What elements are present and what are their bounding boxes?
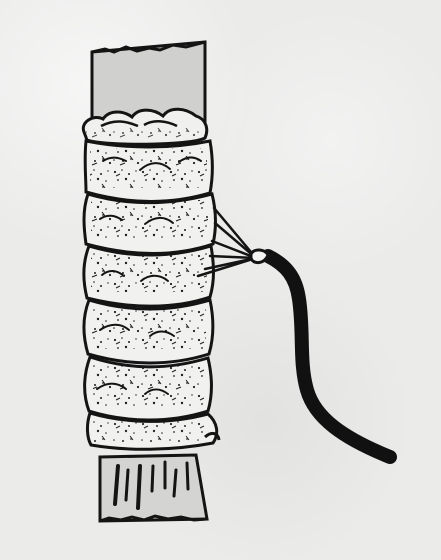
spray-nozzle-icon <box>251 250 268 263</box>
hose-icon <box>268 256 390 457</box>
burlap-wrap-segments <box>84 141 219 449</box>
lower-trunk <box>100 455 207 521</box>
